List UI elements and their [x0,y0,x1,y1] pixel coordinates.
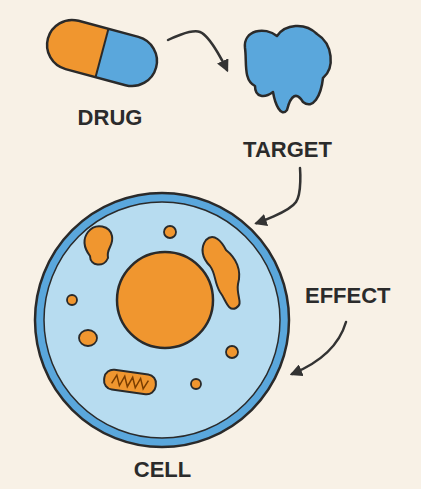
node-label: DRUG [74,104,147,132]
node-label: CELL [130,456,195,484]
drug-pill: DRUG [45,8,175,132]
target-protein: TARGET [225,18,350,164]
node-label: TARGET [239,136,336,164]
cell: CELL [30,188,295,484]
flow-arrow [257,168,301,223]
cell-shape [30,188,295,484]
effect-label: EFFECT [305,284,391,308]
effect-arrow [292,322,346,374]
flow-arrow [168,31,227,70]
